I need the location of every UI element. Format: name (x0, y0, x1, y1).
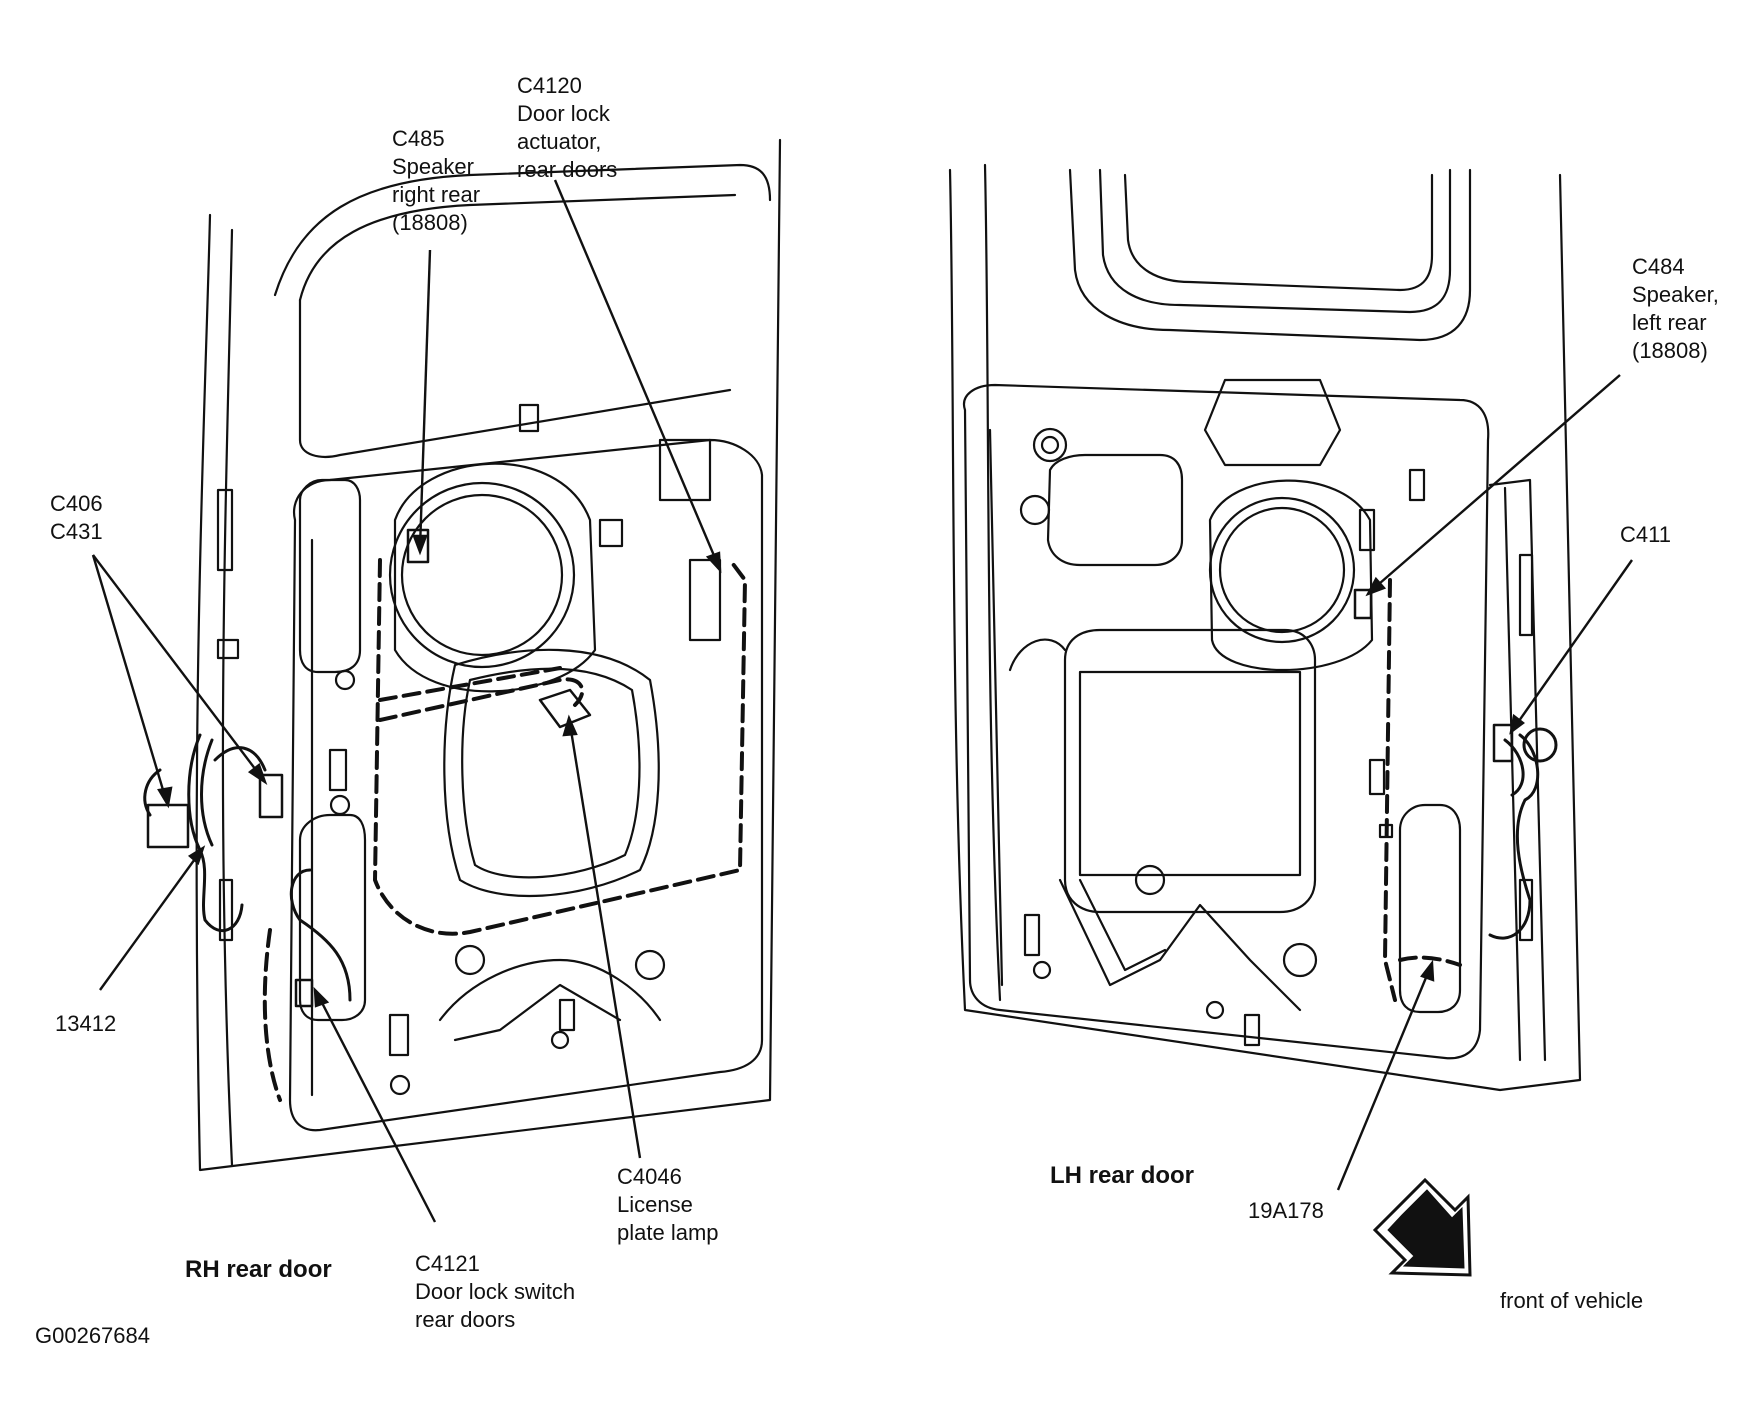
callout-c411: C411 (1620, 522, 1671, 547)
callout-c485: C485 Speaker right rear (18808) (392, 126, 481, 235)
lh-door-body (948, 163, 1582, 1092)
callout-13412: 13412 (55, 1011, 117, 1036)
rh-door-body (195, 138, 782, 1172)
rh-door-caption: RH rear door (185, 1256, 332, 1283)
figure-id: G00267684 (35, 1323, 150, 1348)
rh-connectors (146, 528, 592, 1008)
callout-c4120: C4120 Door lock actuator, rear doors (517, 73, 618, 182)
direction-label: front of vehicle (1500, 1288, 1644, 1313)
callout-c484: C484 Speaker, left rear (18808) (1632, 254, 1719, 363)
arrow-head-icon (705, 551, 722, 574)
callout-c406-c431: C406 C431 (50, 491, 103, 544)
callout-19a178: 19A178 (1248, 1198, 1324, 1223)
lh-harness (1383, 578, 1462, 1002)
leader-lines (91, 179, 1633, 1223)
direction-arrow-icon (1372, 1177, 1472, 1277)
arrow-head-icon (412, 534, 428, 556)
rh-pigtail (143, 733, 352, 1002)
lh-connectors (1353, 588, 1514, 763)
lh-door-caption: LH rear door (1050, 1162, 1195, 1189)
callout-c4121: C4121 Door lock switch rear doors (415, 1251, 576, 1332)
callout-c4046: C4046 License plate lamp (617, 1164, 719, 1245)
lh-pigtail (1488, 727, 1558, 940)
